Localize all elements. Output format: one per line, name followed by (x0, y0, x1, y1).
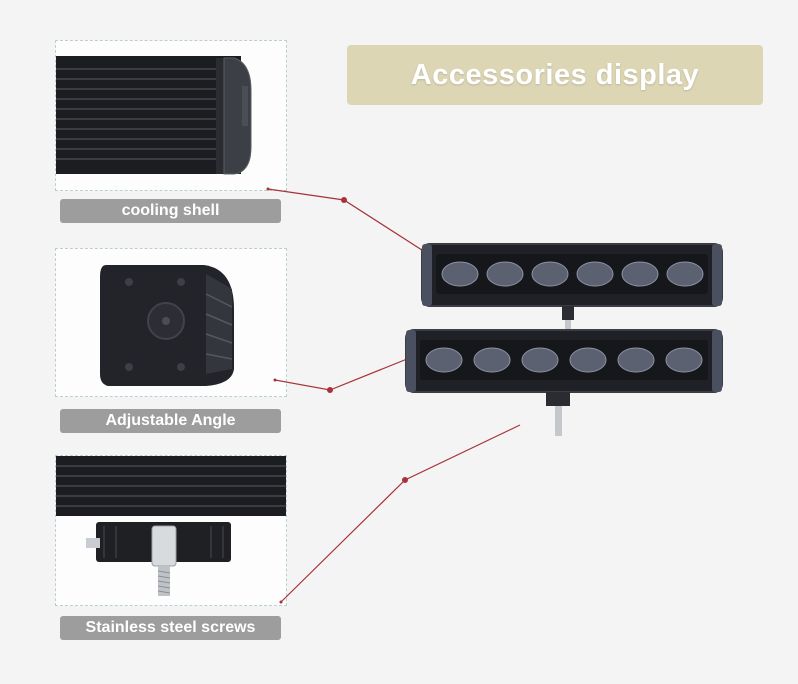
leader-line-adjustable-angle (274, 356, 413, 391)
leader-dot-cooling-shell (341, 197, 347, 203)
leader-dot-adjustable-angle (327, 387, 333, 393)
adjustable-angle-label: Adjustable Angle (60, 409, 281, 433)
cooling-shell-label: cooling shell (60, 199, 281, 223)
end-cap-illustration (100, 265, 234, 386)
leader-line-stainless-screws (280, 424, 521, 603)
stainless-screws-label: Stainless steel screws (60, 616, 281, 640)
banner-title: Accessories display (410, 58, 700, 91)
cooling-shell-illustration (56, 56, 252, 175)
accessories-banner: Accessories display (347, 45, 763, 105)
light-bar-bottom (405, 329, 723, 436)
stainless-screws-image (55, 455, 287, 606)
mount-bracket-illustration (56, 456, 286, 596)
light-bar-top (421, 243, 723, 330)
leader-dot-stainless-screws (402, 477, 408, 483)
led-light-bars (405, 243, 723, 436)
cooling-shell-image (55, 40, 287, 191)
adjustable-angle-image (55, 248, 287, 397)
